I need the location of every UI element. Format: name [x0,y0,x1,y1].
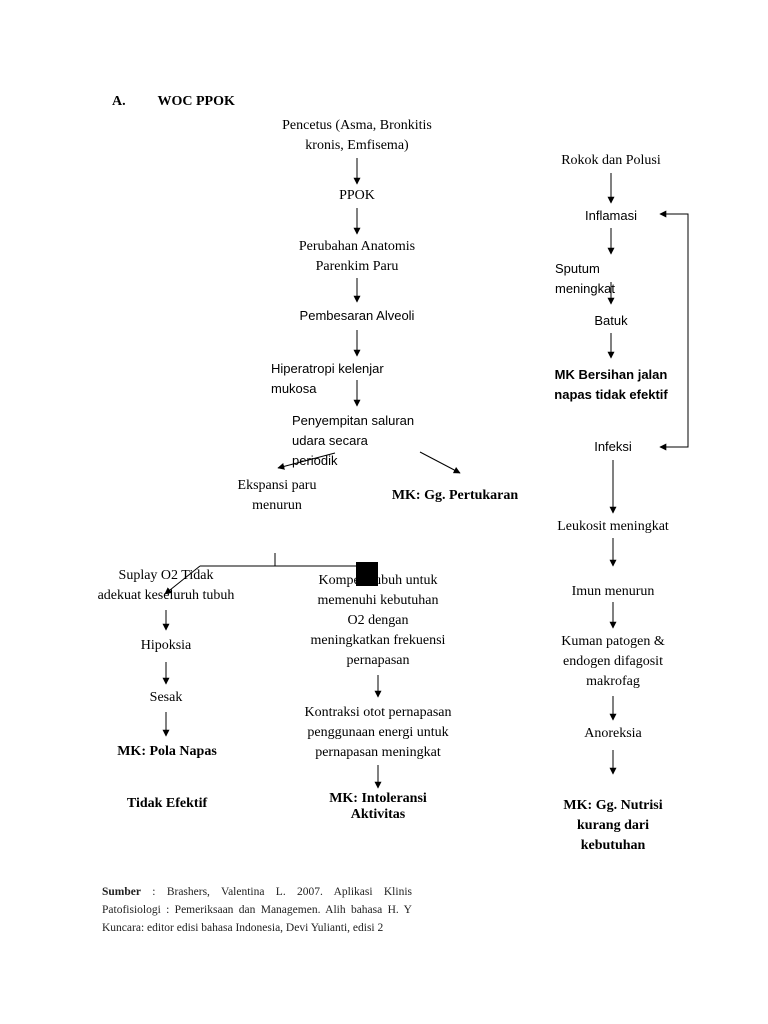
node-suplay: Suplay O2 Tidak adekuat keseluruh tubuh [97,568,235,603]
redaction-mark [356,562,378,586]
node-mk-pola-napas: MK: Pola Napas [117,744,217,759]
node-sputum: Sputum meningkat [555,261,615,296]
heading-letter: A. [112,94,126,109]
node-kontraksi: Kontraksi otot pernapasan penggunaan ene… [304,705,452,760]
node-penyempitan: Penyempitan saluran udara secara periodi… [292,413,415,468]
heading-title: WOC PPOK [157,94,235,109]
node-hiperatropi: Hiperatropi kelenjar mukosa [271,361,384,396]
loop-infeksi-inflamasi [659,210,689,451]
node-imun: Imun menurun [571,584,655,599]
node-ekspansi: Ekspansi paru menurun [237,478,317,513]
node-hipoksia: Hipoksia [140,638,192,653]
node-infeksi: Infeksi [594,439,632,454]
node-batuk: Batuk [594,313,628,328]
source-text: : Brashers, Valentina L. 2007. Aplikasi … [102,886,412,934]
node-leukosit: Leukosit meningkat [557,519,669,534]
node-ppok: PPOK [339,188,375,203]
node-rokok-polusi: Rokok dan Polusi [561,153,661,168]
node-mk-bersihan: MK Bersihan jalan napas tidak efektif [554,367,668,402]
node-mk-nutrisi: MK: Gg. Nutrisi kurang dari kebutuhan [563,798,663,853]
node-anoreksia: Anoreksia [584,726,642,741]
node-tidak-efektif: Tidak Efektif [126,796,208,811]
source-label: Sumber [102,886,141,898]
node-perubahan: Perubahan Anatomis Parenkim Paru [298,239,416,274]
node-inflamasi: Inflamasi [584,208,638,223]
node-kuman: Kuman patogen & endogen difagosit makrof… [561,634,665,689]
node-pencetus: Pencetus (Asma, Bronkitis kronis, Emfise… [282,118,432,153]
node-pembesaran: Pembesaran Alveoli [299,308,415,323]
node-sesak: Sesak [149,690,183,705]
section-heading: A. WOC PPOK [112,94,235,110]
node-kompensasi: Kompen tubuh untuk memenuhi kebutuhan O2… [310,573,446,668]
node-mk-pertukaran: MK: Gg. Pertukaran [391,488,519,503]
node-mk-intoleransi: MK: Intoleransi Aktivitas [329,791,427,822]
source-citation: Sumber : Brashers, Valentina L. 2007. Ap… [102,883,412,937]
